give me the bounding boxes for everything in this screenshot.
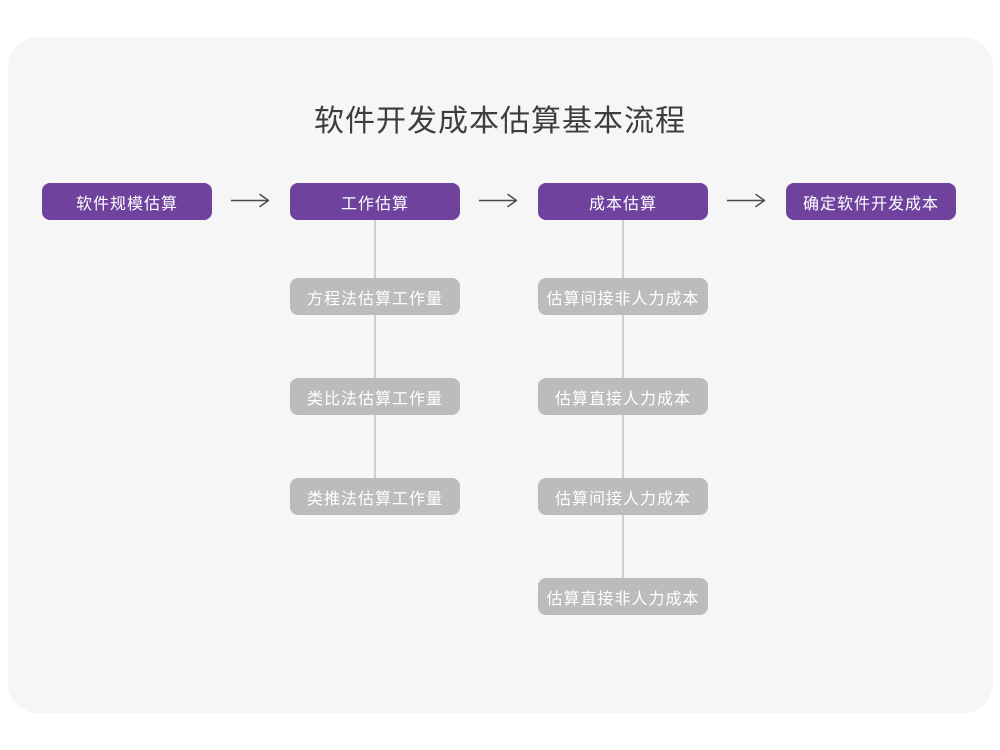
substep-label: 估算间接非人力成本 — [546, 290, 700, 308]
step-box-work-estimation: 工作估算 — [290, 183, 460, 220]
substep-label: 估算间接人力成本 — [554, 490, 691, 508]
step-box-software-scale-estimation: 软件规模估算 — [42, 183, 212, 220]
substep-label: 类比法估算工作量 — [306, 390, 443, 408]
step-label: 软件规模估算 — [75, 195, 178, 213]
arrow-right-icon — [727, 193, 766, 208]
substep-label: 方程法估算工作量 — [306, 290, 443, 308]
substep-box-direct-labor-cost: 估算直接人力成本 — [538, 378, 708, 415]
substep-label: 估算直接非人力成本 — [546, 590, 700, 608]
substep-box-direct-nonlabor-cost: 估算直接非人力成本 — [538, 578, 708, 615]
step-label: 工作估算 — [340, 195, 409, 213]
substep-box-equation-method: 方程法估算工作量 — [290, 278, 460, 315]
substep-box-indirect-labor-cost: 估算间接人力成本 — [538, 478, 708, 515]
step-label: 成本估算 — [588, 195, 657, 213]
diagram-title: 软件开发成本估算基本流程 — [314, 105, 686, 138]
connector-line-work-estimation — [374, 219, 376, 496]
diagram-card — [8, 37, 993, 713]
step-label: 确定软件开发成本 — [802, 195, 939, 213]
step-box-cost-estimation: 成本估算 — [538, 183, 708, 220]
step-box-determine-development-cost: 确定软件开发成本 — [786, 183, 956, 220]
substep-label: 估算直接人力成本 — [554, 390, 691, 408]
arrow-right-icon — [479, 193, 518, 208]
substep-box-analogy-method: 类比法估算工作量 — [290, 378, 460, 415]
substep-box-extrapolation-method: 类推法估算工作量 — [290, 478, 460, 515]
arrow-right-icon — [231, 193, 270, 208]
substep-box-indirect-nonlabor-cost: 估算间接非人力成本 — [538, 278, 708, 315]
substep-label: 类推法估算工作量 — [306, 490, 443, 508]
